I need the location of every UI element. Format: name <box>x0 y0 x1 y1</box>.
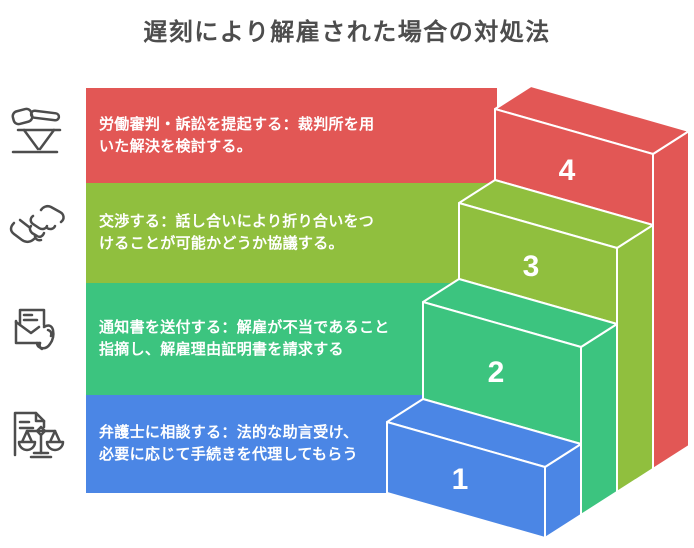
stair-step-4: 4 <box>494 85 690 470</box>
document-scales-icon <box>7 407 67 467</box>
step-4-description: 労働審判・訴訟を提起する：裁判所を用 いた解決を検討する。 <box>86 88 497 183</box>
page-title: 遅刻により解雇された場合の対処法 <box>143 19 551 46</box>
step-2-text-line2: 指摘し、解雇理由証明書を請求する <box>99 341 344 358</box>
step-4-text-line2: いた解決を検討する。 <box>99 137 253 155</box>
handshake-icon <box>7 202 67 262</box>
step-3-text-line1: 交渉する：話し合いにより折り合いをつ <box>99 213 375 230</box>
step-4-number: 4 <box>559 154 576 187</box>
step-2-description: 通知書を送付する：解雇が不当であること 指摘し、解雇理由証明書を請求する <box>86 283 460 395</box>
step-1-text-line1: 弁護士に相談する：法的な助言受け、 <box>99 424 359 441</box>
step-2-text-line1: 通知書を送付する：解雇が不当であること <box>99 319 390 336</box>
step-band-4: 労働審判・訴訟を提起する：裁判所を用 いた解決を検討する。 <box>86 88 497 183</box>
step-3-description: 交渉する：話し合いにより折り合いをつ けることが可能かどうか協議する。 <box>86 183 497 283</box>
step-1-description: 弁護士に相談する：法的な助言受け、 必要に応じて手続きを代理してもらう <box>86 395 460 493</box>
hand-envelope-icon <box>7 303 67 363</box>
step-4-text-line1: 労働審判・訴訟を提起する：裁判所を用 <box>99 115 375 133</box>
step-3-number: 3 <box>523 250 540 283</box>
step-3-text-line2: けることが可能かどうか協議する。 <box>99 235 344 252</box>
step-2-number: 2 <box>488 356 505 389</box>
step-band-2: 通知書を送付する：解雇が不当であること 指摘し、解雇理由証明書を請求する <box>86 283 460 395</box>
step-band-1: 弁護士に相談する：法的な助言受け、 必要に応じて手続きを代理してもらう <box>86 395 460 493</box>
gavel-icon <box>7 102 67 162</box>
step-band-3: 交渉する：話し合いにより折り合いをつ けることが可能かどうか協議する。 <box>86 183 497 283</box>
step-1-text-line2: 必要に応じて手続きを代理してもらう <box>99 446 358 463</box>
